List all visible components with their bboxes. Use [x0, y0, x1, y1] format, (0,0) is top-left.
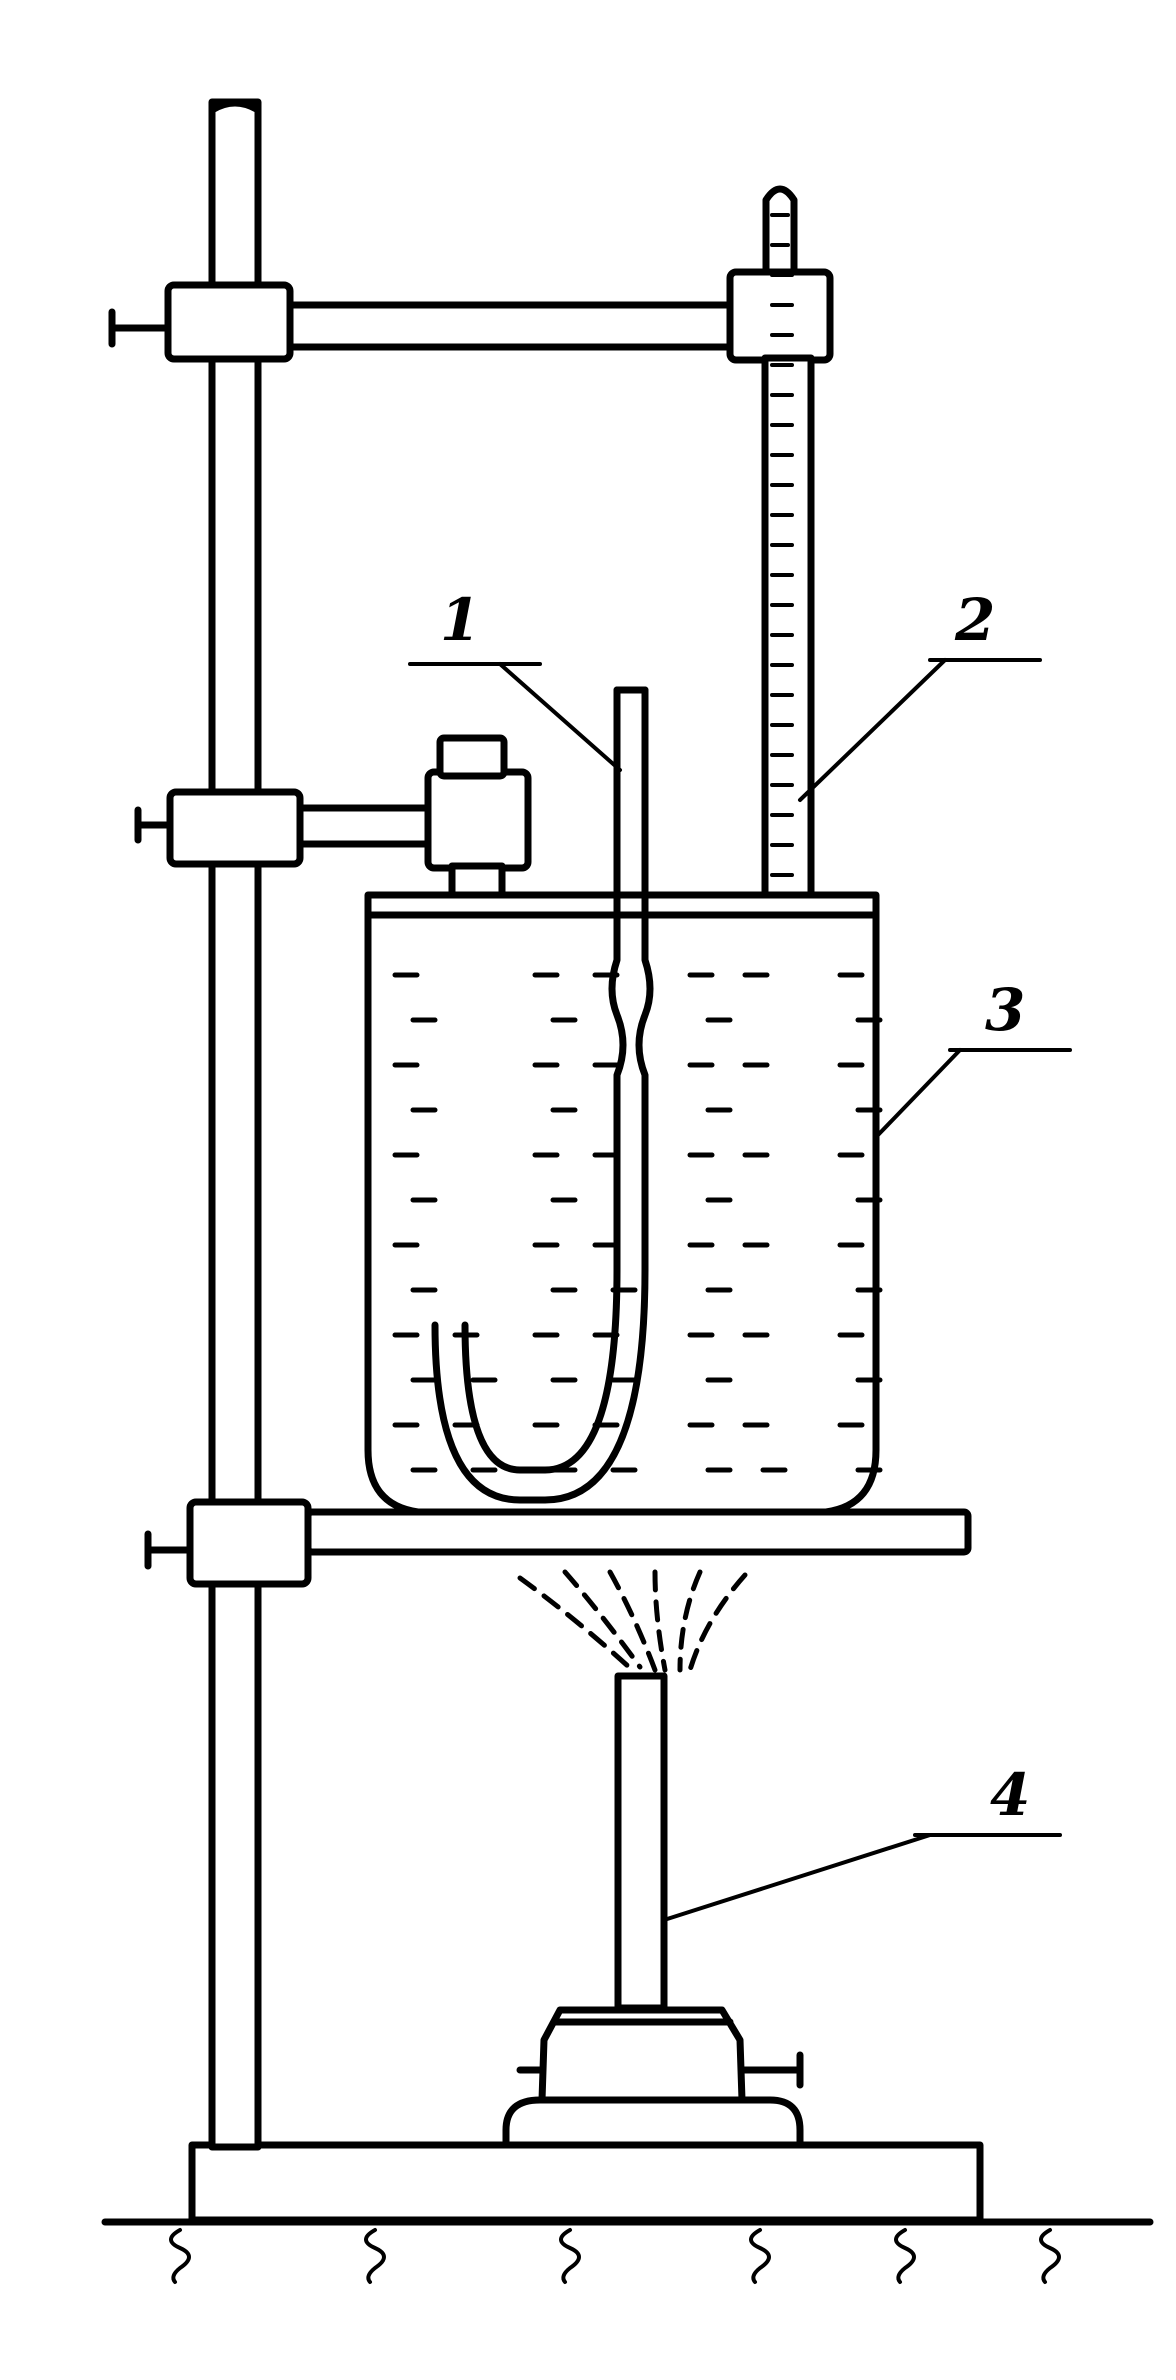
label-2: 2 — [954, 586, 995, 654]
top-clamp — [108, 268, 834, 364]
flame — [517, 1569, 748, 1673]
u-tube — [431, 686, 654, 1504]
stand-rod — [208, 98, 262, 2151]
leader-lines — [408, 658, 1072, 1922]
lower-clamp — [144, 1498, 972, 1588]
label-4: 4 — [990, 1761, 1030, 1829]
burner — [502, 1672, 804, 2149]
stand-base — [188, 2141, 984, 2224]
ground — [101, 2218, 1154, 2284]
label-3: 3 — [985, 976, 1025, 1044]
label-1: 1 — [440, 586, 480, 654]
